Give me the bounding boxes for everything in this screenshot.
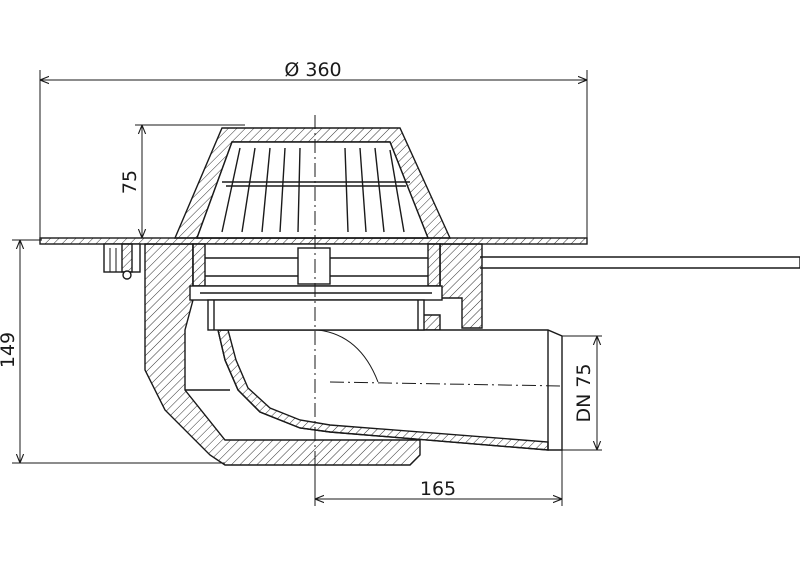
center-axis (314, 115, 563, 500)
dome-grate (173, 127, 452, 239)
dimension-height-top-label: 75 (119, 170, 141, 194)
dimension-diameter-label: Ø 360 (284, 59, 341, 81)
dimension-outlet-length-label: 165 (420, 478, 456, 500)
dimension-height-total: 149 (0, 239, 225, 464)
flange-clamp-bolt (103, 243, 141, 280)
dimension-outlet-dn: DN 75 (562, 335, 602, 451)
roof-flange (39, 237, 588, 245)
dimension-outlet-length: 165 (314, 448, 563, 506)
dimension-height-total-label: 149 (0, 332, 19, 368)
drain-body (144, 243, 483, 466)
outlet-pipe (217, 329, 563, 451)
side-pipe (480, 256, 800, 269)
drain-collar (189, 243, 443, 331)
dimension-diameter: Ø 360 (39, 59, 588, 238)
dimension-outlet-dn-label: DN 75 (573, 363, 595, 422)
